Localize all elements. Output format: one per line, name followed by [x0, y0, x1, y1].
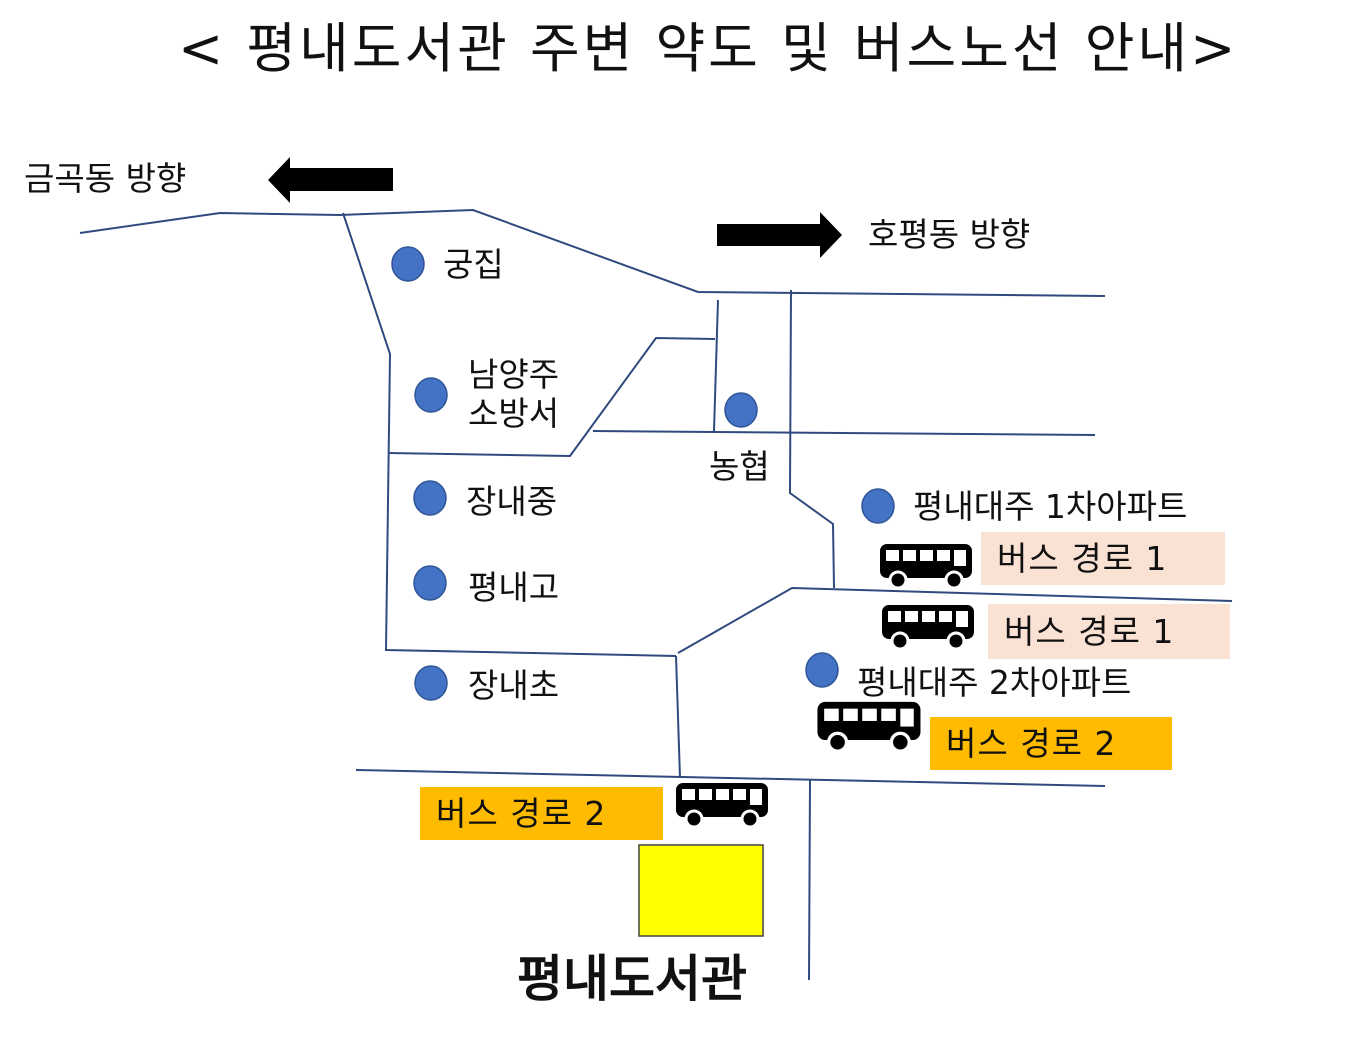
direction-west-label: 금곡동 방향 — [24, 159, 187, 198]
pyeongnae-high-marker-icon — [413, 565, 447, 601]
fire-station-marker-icon — [414, 377, 448, 413]
east-arrow-icon — [717, 212, 842, 258]
page-title: < 평내도서관 주변 약도 및 버스노선 안내> — [178, 17, 1239, 80]
landmark-markers — [391, 246, 895, 701]
road-library-east — [808, 778, 811, 981]
apt2-marker-icon — [805, 652, 839, 688]
pyeongnae-high-label: 평내고 — [468, 568, 560, 607]
library-name-label: 평내도서관 — [517, 950, 747, 1008]
jangnae-middle-marker-icon — [413, 480, 447, 516]
road-west-diagonal — [342, 212, 677, 657]
jangnae-middle-label: 장내중 — [466, 482, 558, 521]
bus-route1-lower-badge: 버스 경로 1 — [988, 604, 1230, 659]
apt1-marker-icon — [861, 488, 895, 524]
jangnae-elem-label: 장내초 — [468, 666, 560, 705]
bus-route2-library-badge: 버스 경로 2 — [420, 787, 663, 840]
bus-icon-route1-lower — [880, 603, 976, 651]
road-network — [79, 208, 1233, 981]
road-fire-station — [387, 336, 716, 458]
gungjip-marker-icon — [391, 246, 425, 282]
gungjip-label: 궁집 — [443, 245, 504, 284]
road-apt-connector — [677, 586, 1233, 654]
bus-icon-route1-upper — [878, 542, 974, 590]
bus-icon-route2-apt — [815, 700, 923, 753]
road-middle — [592, 430, 1096, 436]
road-apt-south — [675, 655, 681, 779]
road-south — [355, 769, 1106, 787]
road-apt-east — [788, 289, 835, 589]
bus-route2-apt-badge: 버스 경로 2 — [930, 717, 1172, 770]
library-building — [638, 844, 764, 937]
fire-station-label: 남양주 소방서 — [468, 355, 560, 433]
apt1-label: 평내대주 1차아파트 — [913, 487, 1188, 526]
road-nonghyup-west — [713, 299, 719, 432]
nonghyup-label: 농협 — [709, 447, 770, 486]
road-north — [79, 208, 1106, 297]
direction-east-label: 호평동 방향 — [868, 215, 1031, 254]
nonghyup-marker-icon — [724, 392, 758, 428]
bus-route1-upper-badge: 버스 경로 1 — [981, 532, 1225, 585]
west-arrow-icon — [268, 157, 393, 203]
bus-icon-route2-library — [674, 781, 770, 829]
apt2-label: 평내대주 2차아파트 — [857, 663, 1132, 702]
jangnae-elem-marker-icon — [414, 665, 448, 701]
